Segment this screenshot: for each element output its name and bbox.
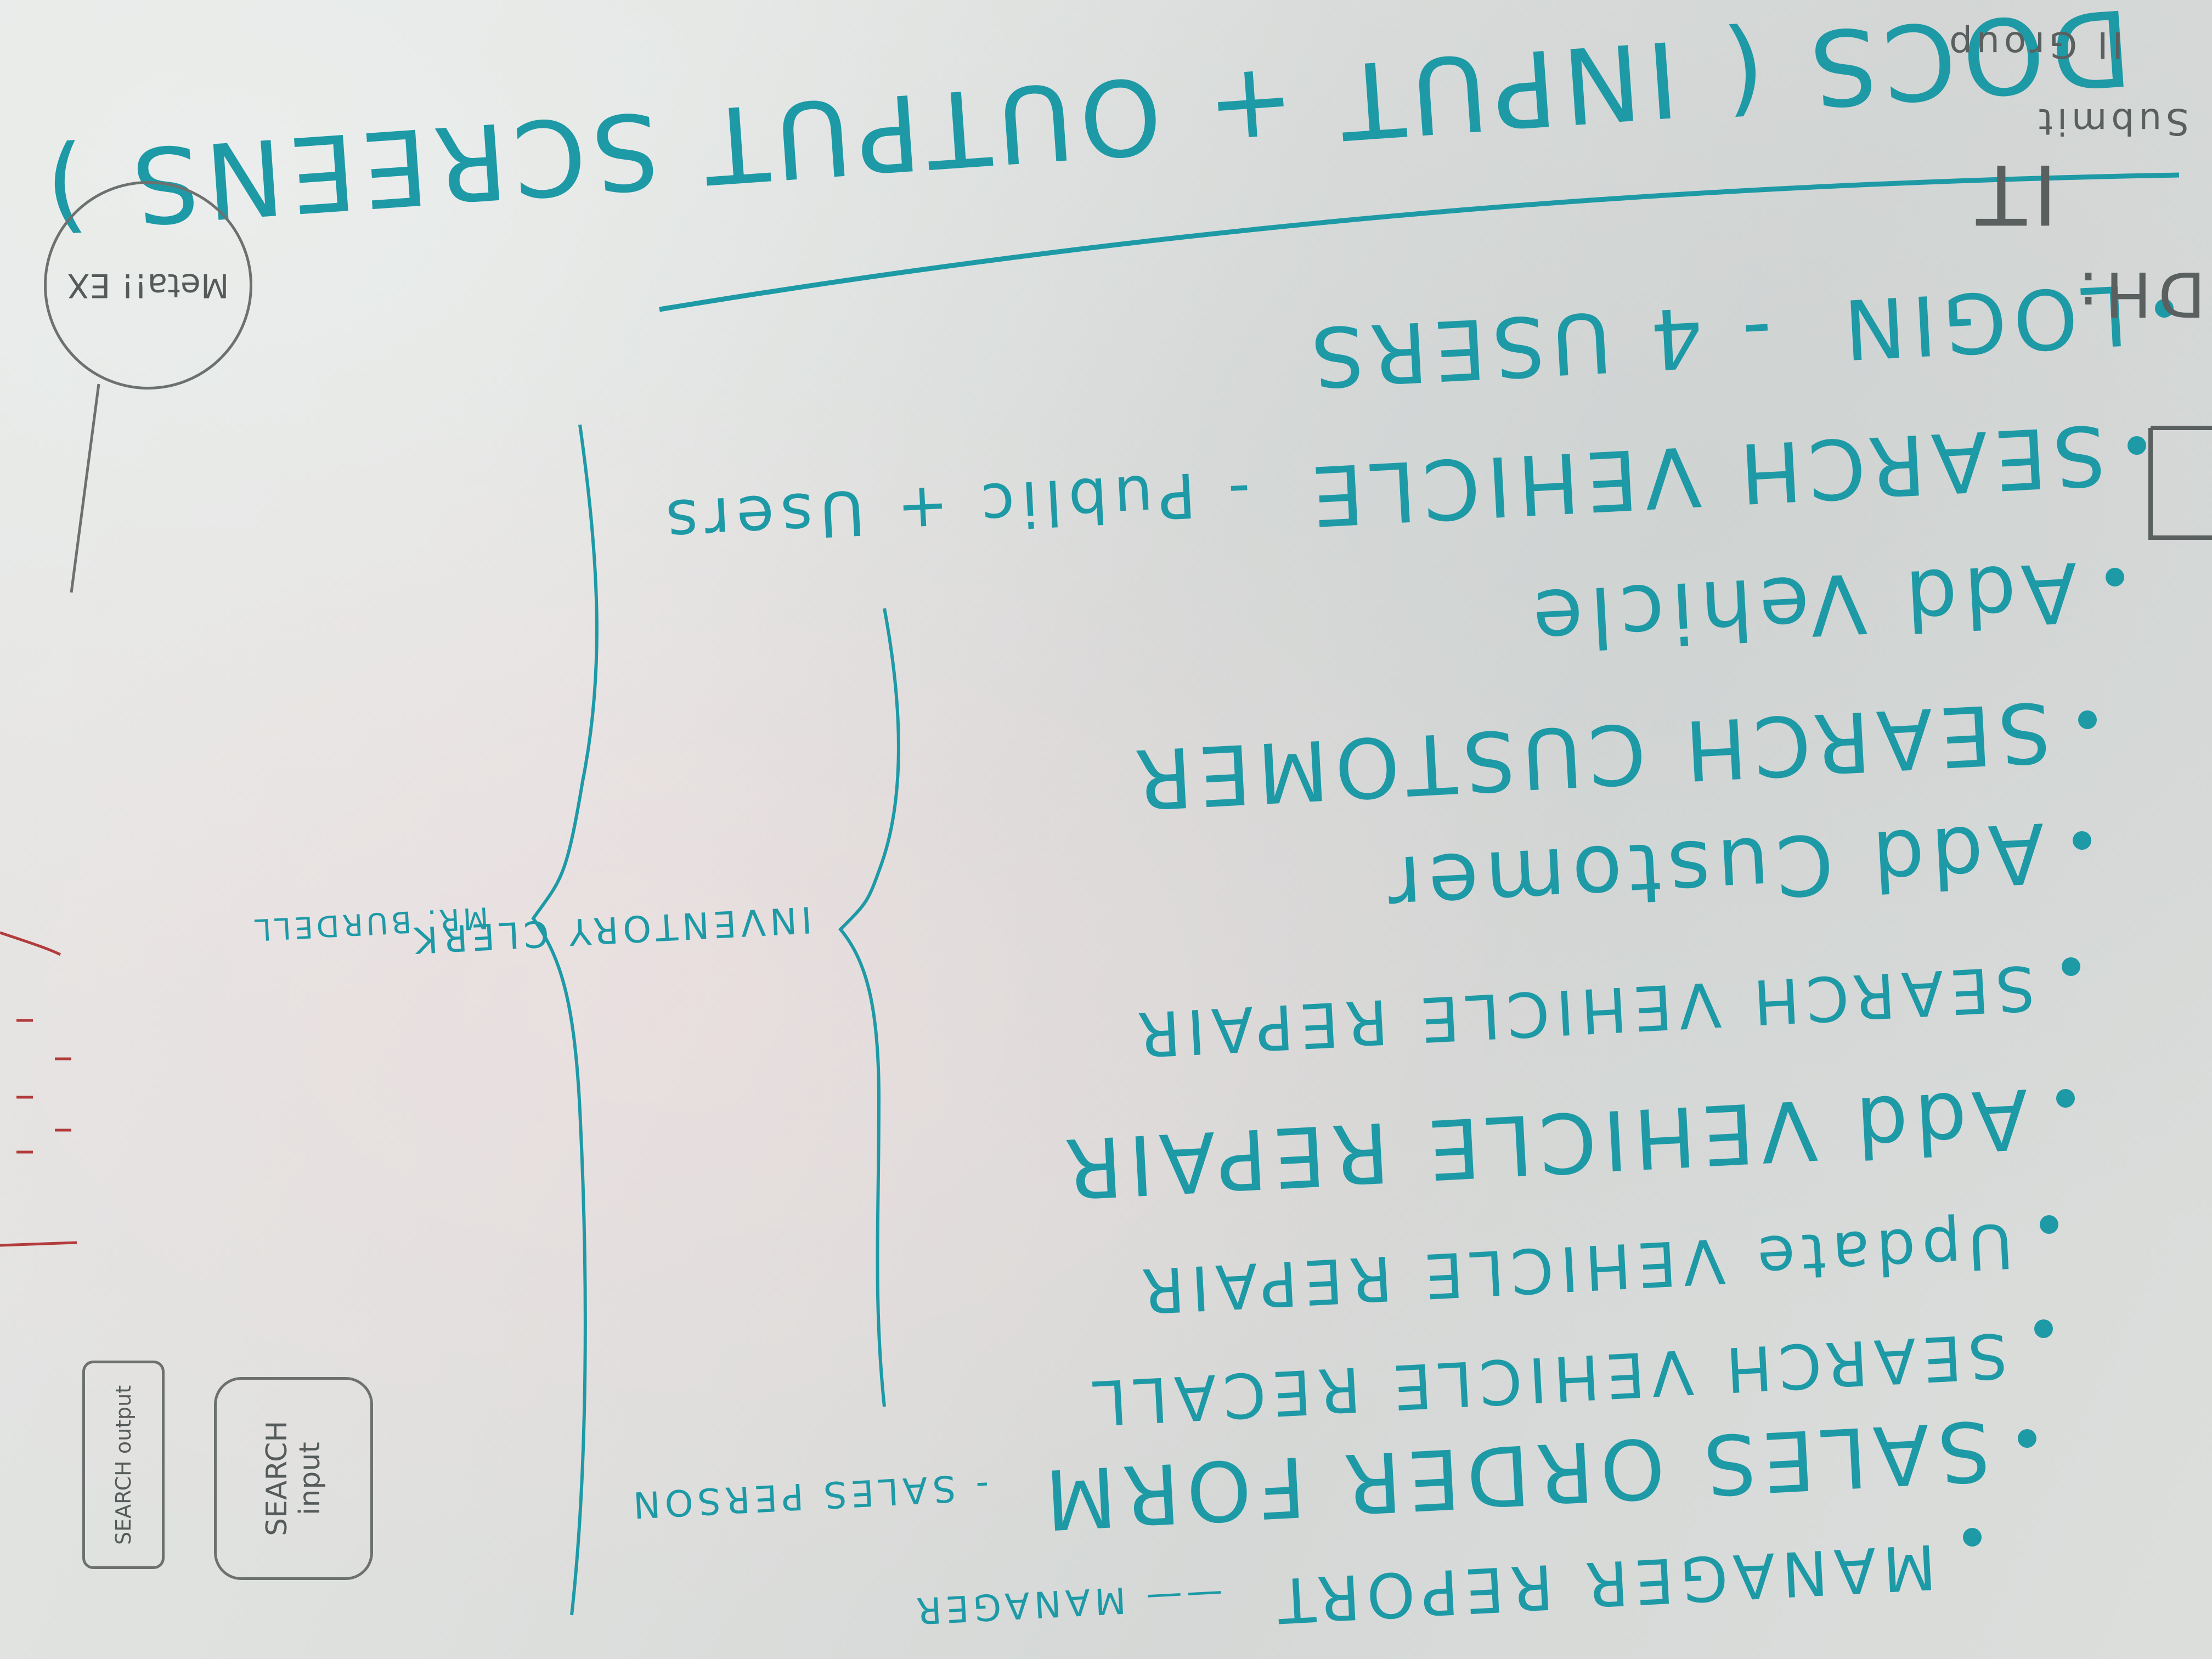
search-output-note: SEARCH output [82,1361,165,1569]
partial-note-dh: DH: [2071,258,2205,329]
partial-note-group: II Group [1945,24,2123,66]
partial-note-submit: Submit [2034,100,2189,143]
search-input-note: SEARCH input [214,1377,373,1580]
outer-brace [531,424,599,1616]
search-input-text: SEARCH input [261,1420,326,1537]
inner-brace [838,608,900,1407]
search-output-text: SEARCH output [111,1385,136,1545]
partial-note-it: IT [1970,146,2057,241]
